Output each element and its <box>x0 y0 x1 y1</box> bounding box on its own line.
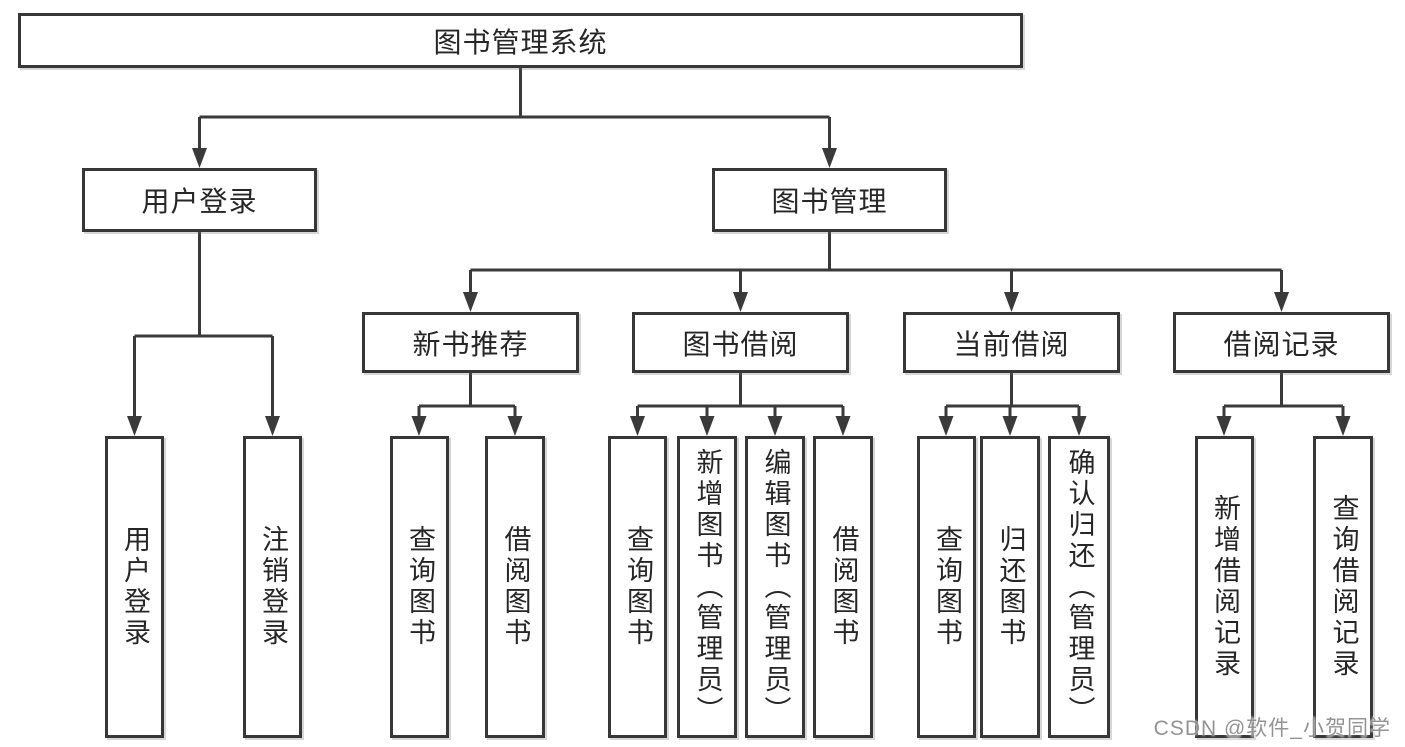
leaf-label: 查询借阅记录 <box>1328 494 1359 680</box>
leaf-logout: 注销登录 <box>243 436 302 738</box>
connector-book-mgmt-to-sections <box>463 232 1289 312</box>
node-borrowing-records: 借阅记录 <box>1173 312 1390 373</box>
leaf-label: 借阅图书 <box>828 525 859 649</box>
node-label: 图书管理 <box>771 186 888 217</box>
leaf-label: 查询图书 <box>932 525 962 649</box>
leaf-label: 确认归还（管理员） <box>1064 447 1095 727</box>
node-book-borrowing: 图书借阅 <box>632 312 849 373</box>
leaf-borrow-books-newrec: 借阅图书 <box>485 436 545 738</box>
leaf-label: 新增借阅记录 <box>1210 494 1240 680</box>
watermark-text: CSDN @软件_小贺同学 <box>1153 717 1391 740</box>
connector-user-login-to-leaves <box>127 232 280 436</box>
node-label: 图书管理系统 <box>433 26 608 58</box>
node-label: 图书借阅 <box>682 328 799 360</box>
node-label: 借阅记录 <box>1223 328 1340 360</box>
leaf-confirm-return-admin: 确认归还（管理员） <box>1048 436 1110 738</box>
leaf-add-books-admin: 新增图书（管理员） <box>677 436 737 738</box>
leaf-add-borrow-record: 新增借阅记录 <box>1195 436 1254 738</box>
node-new-book-recommendation: 新书推荐 <box>362 312 579 373</box>
leaf-query-books-current: 查询图书 <box>917 436 976 738</box>
connector-current-borrow-to-leaves <box>938 373 1087 436</box>
leaf-user-login: 用户登录 <box>105 436 164 738</box>
node-current-borrowing: 当前借阅 <box>903 312 1120 373</box>
node-book-management-branch: 图书管理 <box>712 168 947 232</box>
connector-root-to-branches <box>192 68 837 168</box>
leaf-label: 查询图书 <box>623 525 653 649</box>
leaf-query-books-borrowing: 查询图书 <box>608 436 667 738</box>
node-book-management-system: 图书管理系统 <box>18 13 1023 68</box>
leaf-label: 新增图书（管理员） <box>692 447 723 727</box>
leaf-label: 借阅图书 <box>500 525 531 649</box>
leaf-query-books-newrec: 查询图书 <box>390 436 449 738</box>
leaf-label: 查询图书 <box>405 525 435 649</box>
leaf-return-books: 归还图书 <box>980 436 1040 738</box>
connector-book-borrow-to-leaves <box>630 373 851 436</box>
node-label: 用户登录 <box>141 186 258 217</box>
node-label: 新书推荐 <box>412 328 529 360</box>
leaf-borrow-books-borrowing: 借阅图书 <box>813 436 873 738</box>
connector-new-book-rec-to-leaves <box>411 373 523 436</box>
leaf-label: 注销登录 <box>258 525 288 649</box>
leaf-label: 编辑图书（管理员） <box>760 447 791 727</box>
node-label: 当前借阅 <box>953 328 1070 360</box>
node-user-login-branch: 用户登录 <box>82 168 317 232</box>
connector-borrow-records-to-leaves <box>1216 373 1351 436</box>
leaf-label: 用户登录 <box>120 525 150 649</box>
leaf-edit-books-admin: 编辑图书（管理员） <box>745 436 805 738</box>
leaf-label: 归还图书 <box>995 525 1026 649</box>
leaf-query-borrow-record: 查询借阅记录 <box>1313 436 1373 738</box>
